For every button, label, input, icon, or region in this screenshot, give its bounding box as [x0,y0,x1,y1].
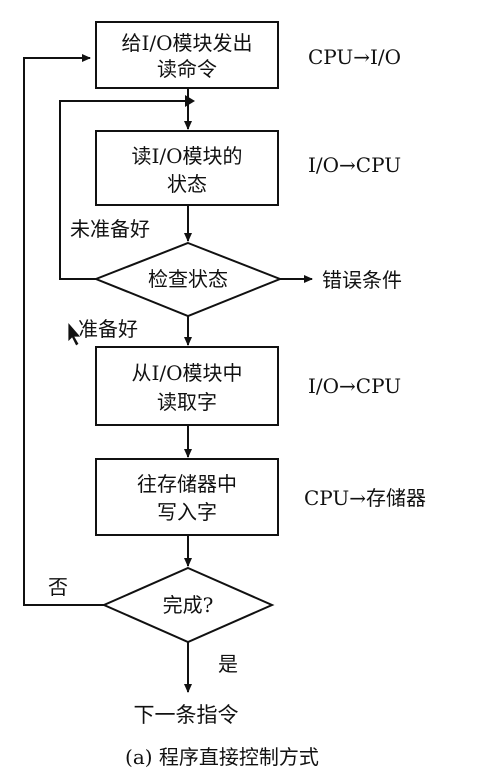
loop-not-done [23,54,104,606]
decision-done: 完成? [101,566,275,644]
label-cpu-to-io: CPU→I/O [308,45,401,69]
box-read-word: 从I/O模块中 读取字 [95,346,279,426]
box-read-word-line1: 从I/O模块中 [131,361,242,385]
label-io-to-cpu-1: I/O→CPU [308,153,401,177]
label-io-to-cpu-2: I/O→CPU [308,374,401,398]
loop-not-ready-arrowhead [185,95,195,107]
label-not-ready: 未准备好 [70,217,150,241]
decision-done-label: 完成? [163,593,214,617]
label-next-instruction: 下一条指令 [134,703,239,727]
label-error-condition: 错误条件 [322,268,402,292]
box-send-line2: 读命令 [157,57,217,81]
decision-check-status: 检查状态 [93,241,283,318]
box-write-word-line1: 往存储器中 [137,472,237,496]
mouse-cursor-icon [67,320,82,347]
box-send-read-command: 给I/O模块发出 读命令 [95,21,279,89]
label-yes: 是 [218,652,238,676]
box-status-line2: 状态 [167,172,207,196]
box-read-io-status: 读I/O模块的 状态 [95,130,279,206]
connectors [23,54,313,693]
box-write-word-line2: 写入字 [157,500,217,524]
loop-not-ready [59,100,188,280]
label-ready: 准备好 [78,317,138,341]
decision-check-status-label: 检查状态 [148,267,228,291]
box-read-word-line2: 读取字 [157,390,217,414]
figure-caption: (a) 程序直接控制方式 [125,745,319,769]
box-status-line1: 读I/O模块的 [131,144,242,168]
box-send-line1: 给I/O模块发出 [121,31,252,55]
label-cpu-to-memory: CPU→存储器 [304,486,426,510]
box-write-word: 往存储器中 写入字 [95,458,279,536]
label-no: 否 [48,575,68,599]
